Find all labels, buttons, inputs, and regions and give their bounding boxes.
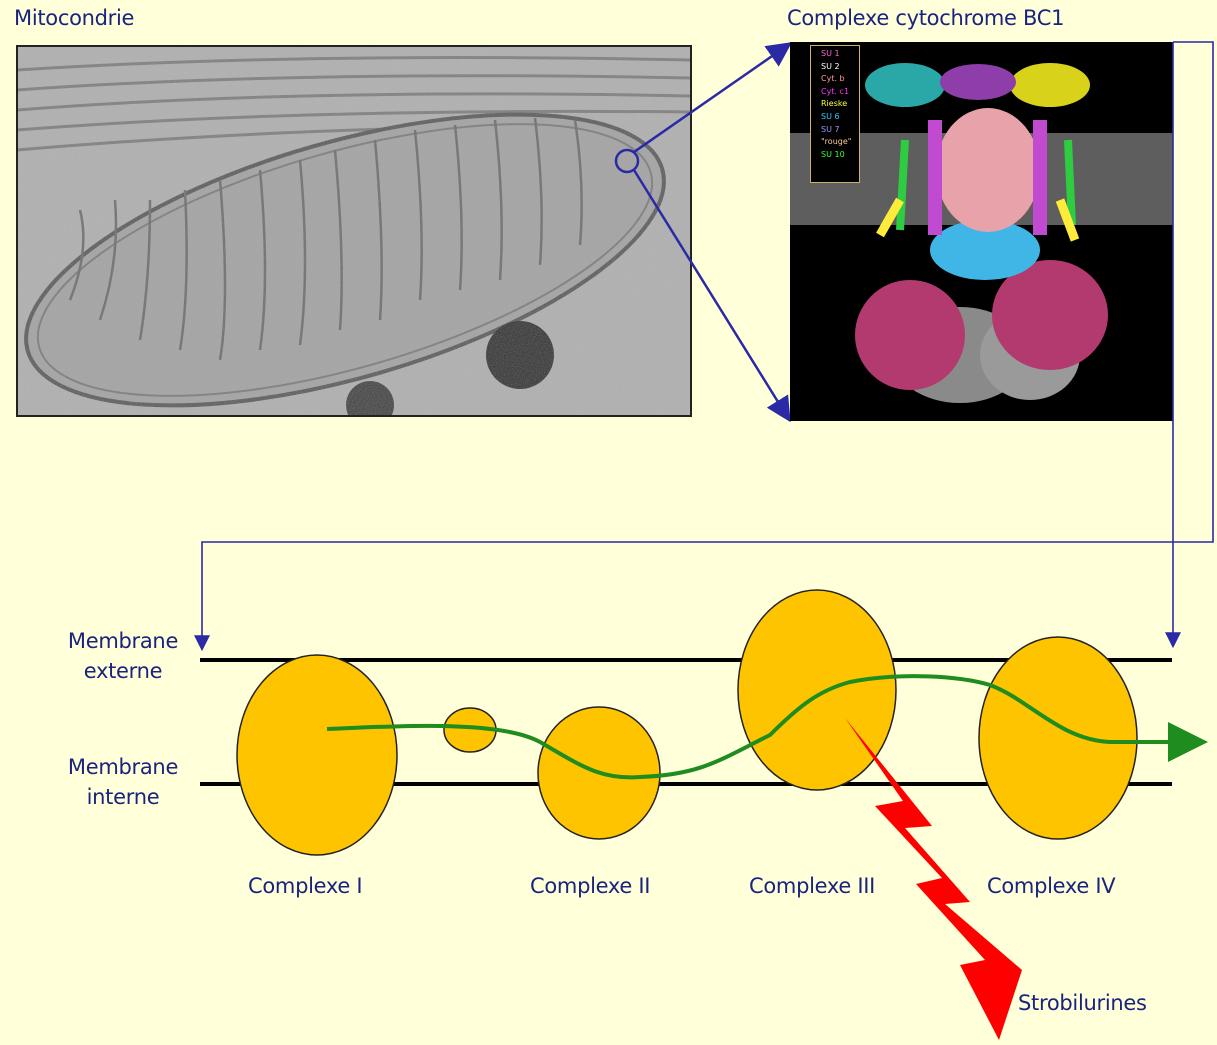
structure-title: Complexe cytochrome BC1	[787, 8, 1064, 29]
legend-item: SU 6	[821, 111, 859, 124]
complex-1-shape	[237, 655, 397, 855]
legend-item: Rieske	[821, 98, 859, 111]
outer-membrane-label-line1: Membrane	[50, 631, 196, 652]
complex-3-shape	[738, 590, 896, 790]
legend-item: "rouge"	[821, 136, 859, 149]
structure-legend: SU 1 SU 2 Cyt. b Cyt. c1 Rieske SU 6 SU …	[810, 45, 860, 183]
complex-4-shape	[979, 637, 1137, 839]
inner-membrane-label-line1: Membrane	[50, 757, 196, 778]
legend-item: SU 10	[821, 149, 859, 162]
mitochondrion-micrograph	[0, 46, 695, 464]
micrograph-title: Mitocondrie	[14, 8, 134, 29]
legend-item: SU 1	[821, 48, 859, 61]
legend-item: SU 2	[821, 61, 859, 74]
legend-item: Cyt. b	[821, 73, 859, 86]
complex-1-label: Complexe I	[248, 876, 362, 897]
complex-4-label: Complexe IV	[987, 876, 1115, 897]
inhibitor-label: Strobilurines	[1018, 993, 1147, 1014]
outer-membrane-label-line2: externe	[50, 661, 196, 682]
complex-3-label: Complexe III	[749, 876, 875, 897]
complex-2-label: Complexe II	[530, 876, 650, 897]
inner-membrane-label-line2: interne	[50, 787, 196, 808]
legend-item: SU 7	[821, 124, 859, 137]
legend-item: Cyt. c1	[821, 86, 859, 99]
